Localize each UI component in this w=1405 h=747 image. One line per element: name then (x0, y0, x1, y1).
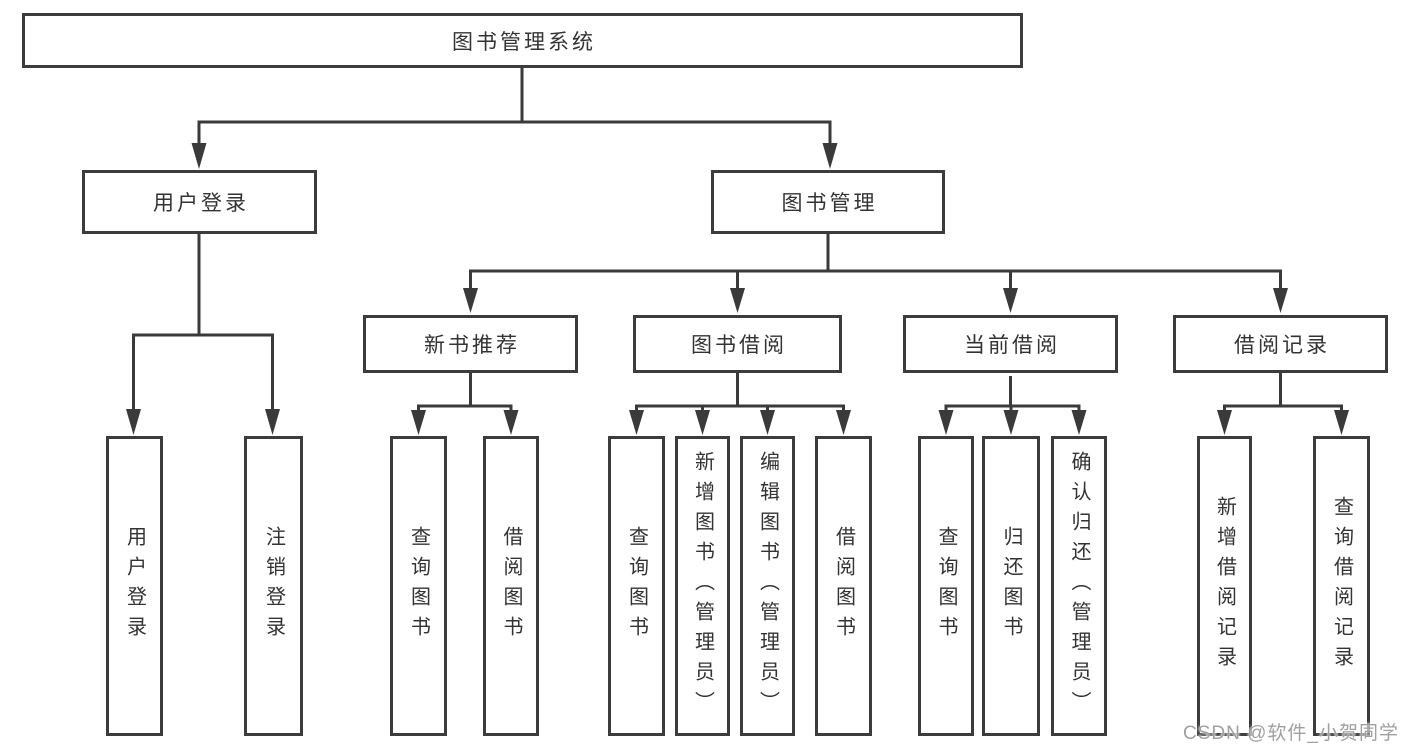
leaf-add-borrow-record-label: 新增借阅记录 (1213, 496, 1236, 676)
node-book-borrow-label: 图书借阅 (691, 334, 787, 357)
leaf-logout-label: 注销登录 (262, 526, 285, 646)
leaf-query-book-current: 查询图书 (918, 436, 974, 736)
leaf-edit-book-admin: 编辑图书（管理员） (740, 436, 795, 736)
node-borrow-records-label: 借阅记录 (1234, 334, 1330, 357)
leaf-add-book-admin-label: 新增图书（管理员） (691, 451, 714, 721)
leaf-confirm-return-admin-label: 确认归还（管理员） (1068, 451, 1090, 721)
leaf-user-login-label: 用户登录 (123, 526, 146, 646)
leaf-query-book-borrow-label: 查询图书 (625, 526, 648, 646)
node-current-borrow-label: 当前借阅 (964, 334, 1060, 357)
node-new-book-recommend: 新书推荐 (363, 315, 578, 373)
leaf-query-book-recommend-label: 查询图书 (407, 526, 430, 646)
leaf-return-book: 归还图书 (982, 436, 1040, 736)
csdn-watermark: CSDN @软件_小贺同学 (1183, 723, 1399, 744)
leaf-add-book-admin: 新增图书（管理员） (675, 436, 730, 736)
leaf-logout: 注销登录 (244, 436, 303, 736)
leaf-borrow-book-recommend: 借阅图书 (483, 436, 539, 736)
node-user-login: 用户登录 (82, 170, 317, 234)
leaf-query-borrow-record: 查询借阅记录 (1313, 436, 1370, 736)
node-root-label: 图书管理系统 (452, 30, 596, 54)
node-book-management-label: 图书管理 (781, 192, 878, 215)
leaf-query-book-recommend: 查询图书 (390, 436, 447, 736)
node-root-system: 图书管理系统 (22, 13, 1023, 68)
leaf-query-borrow-record-label: 查询借阅记录 (1330, 496, 1353, 676)
leaf-borrow-book-recommend-label: 借阅图书 (500, 526, 522, 646)
node-borrow-records: 借阅记录 (1173, 315, 1388, 373)
node-current-borrow: 当前借阅 (903, 315, 1118, 373)
leaf-borrow-book-label: 借阅图书 (832, 526, 855, 646)
leaf-query-book-borrow: 查询图书 (608, 436, 665, 736)
node-new-book-recommend-label: 新书推荐 (424, 334, 520, 357)
leaf-borrow-book: 借阅图书 (815, 436, 872, 736)
node-book-borrow: 图书借阅 (633, 315, 842, 373)
leaf-user-login: 用户登录 (106, 436, 163, 736)
node-book-management: 图书管理 (711, 170, 945, 234)
leaf-add-borrow-record: 新增借阅记录 (1197, 436, 1252, 736)
leaf-query-book-current-label: 查询图书 (935, 526, 957, 646)
leaf-edit-book-admin-label: 编辑图书（管理员） (756, 451, 779, 721)
node-user-login-label: 用户登录 (153, 192, 249, 215)
leaf-return-book-label: 归还图书 (1000, 526, 1022, 646)
leaf-confirm-return-admin: 确认归还（管理员） (1051, 436, 1107, 736)
